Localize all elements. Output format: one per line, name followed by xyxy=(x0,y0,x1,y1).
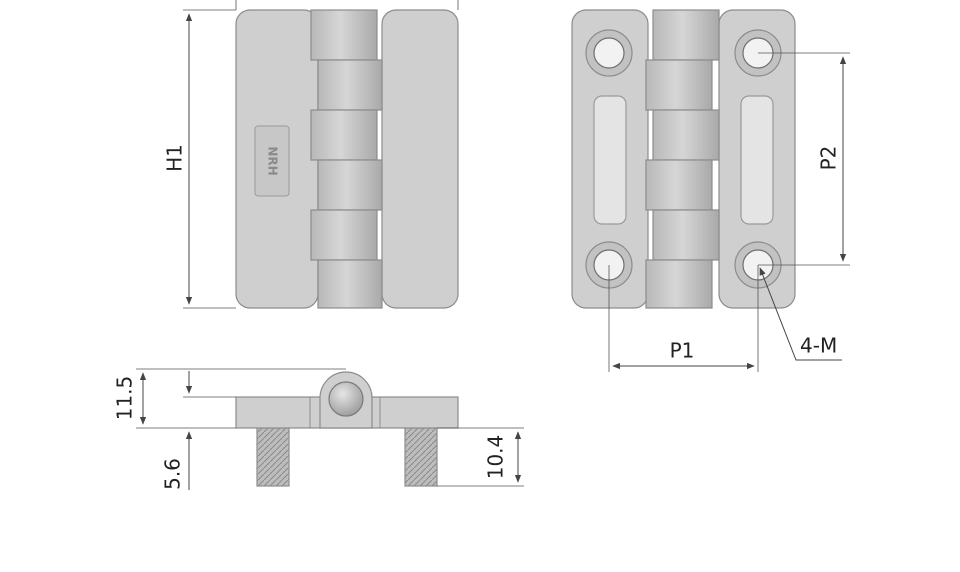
d104-label: 10.4 xyxy=(484,435,508,480)
front-view: NRH H1 xyxy=(163,0,459,309)
hinge-knuckles xyxy=(310,9,383,309)
right-stud xyxy=(404,427,438,487)
hinge-pin xyxy=(328,381,364,417)
back-view: P2 P1 4-M xyxy=(571,9,850,372)
d56-label: 5.6 xyxy=(161,458,185,490)
p1-label: P1 xyxy=(670,339,695,363)
logo-text: NRH xyxy=(266,146,280,175)
side-view: 11.5 5.6 10.4 xyxy=(113,368,524,490)
p2-label: P2 xyxy=(817,146,841,171)
right-leaf xyxy=(381,9,459,309)
right-slot xyxy=(740,95,774,225)
m-label: 4-M xyxy=(800,334,837,358)
m-leader-line xyxy=(759,267,842,361)
h1-label: H1 xyxy=(163,144,187,172)
back-knuckles xyxy=(645,9,720,309)
brand-logo: NRH xyxy=(254,125,290,197)
d115-label: 11.5 xyxy=(113,376,137,421)
left-slot xyxy=(593,95,627,225)
left-stud xyxy=(256,427,290,487)
